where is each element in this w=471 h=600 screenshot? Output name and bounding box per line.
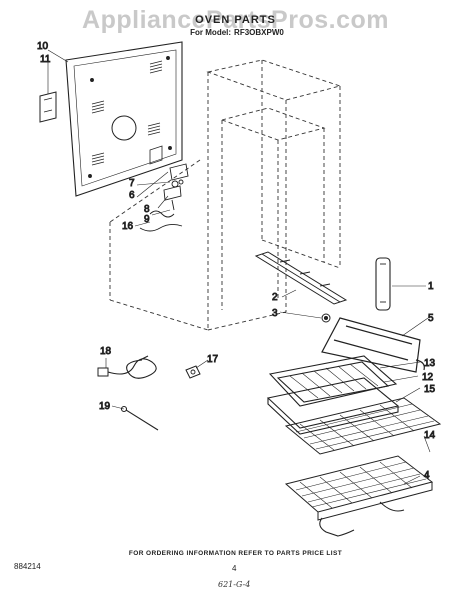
callout-label: 2 [272,292,278,303]
oven-rack-lower [284,455,434,537]
power-cord [97,355,157,379]
callout-label: 18 [100,346,112,357]
broiler-pan-assembly [266,355,400,435]
meat-probe [120,405,159,431]
diagram-part-number: 884214 [14,562,41,571]
callout-label: 12 [422,372,434,383]
callout-label: 6 [129,190,135,201]
handwritten-note: 621-G-4 [218,580,251,589]
oven-rack-upper [284,397,442,455]
callout-label: 17 [207,354,219,365]
callout-label: 3 [272,308,278,319]
page-title: OVEN PARTS [195,14,276,26]
bake-element [321,317,425,373]
callout-label: 14 [424,430,436,441]
page-number: 4 [232,564,237,573]
callout-label: 16 [122,221,134,232]
bake-element-rail [254,251,348,305]
vent-trim [375,257,391,311]
watermark: AppliancePartsPros.com [82,6,389,34]
callout-label: 11 [40,54,51,65]
leader-lines [47,49,431,485]
ordering-note: FOR ORDERING INFORMATION REFER TO PARTS … [128,550,343,557]
callout-label: 15 [424,384,436,395]
oven-back-panel [65,41,183,197]
model-label: For Model: [190,28,232,37]
model-number: RF3OBXPW0 [234,28,284,37]
callout-label: 19 [99,401,111,412]
terminal-connector [185,365,201,379]
insulation-plate [39,91,57,123]
oven-cavity-outline [109,59,342,331]
rack-clip [321,313,331,323]
callout-label: 10 [37,41,49,52]
callout-label: 4 [424,470,430,481]
callout-label: 13 [424,358,436,369]
model-line: For Model:RF3OBXPW0 [0,28,471,37]
callout-label: 8 [144,204,150,215]
callout-label: 1 [428,281,434,292]
callout-label: 7 [129,178,135,189]
callout-label: 5 [428,313,434,324]
sensor-bracket-parts [139,163,189,232]
callout-label: 9 [144,214,150,225]
